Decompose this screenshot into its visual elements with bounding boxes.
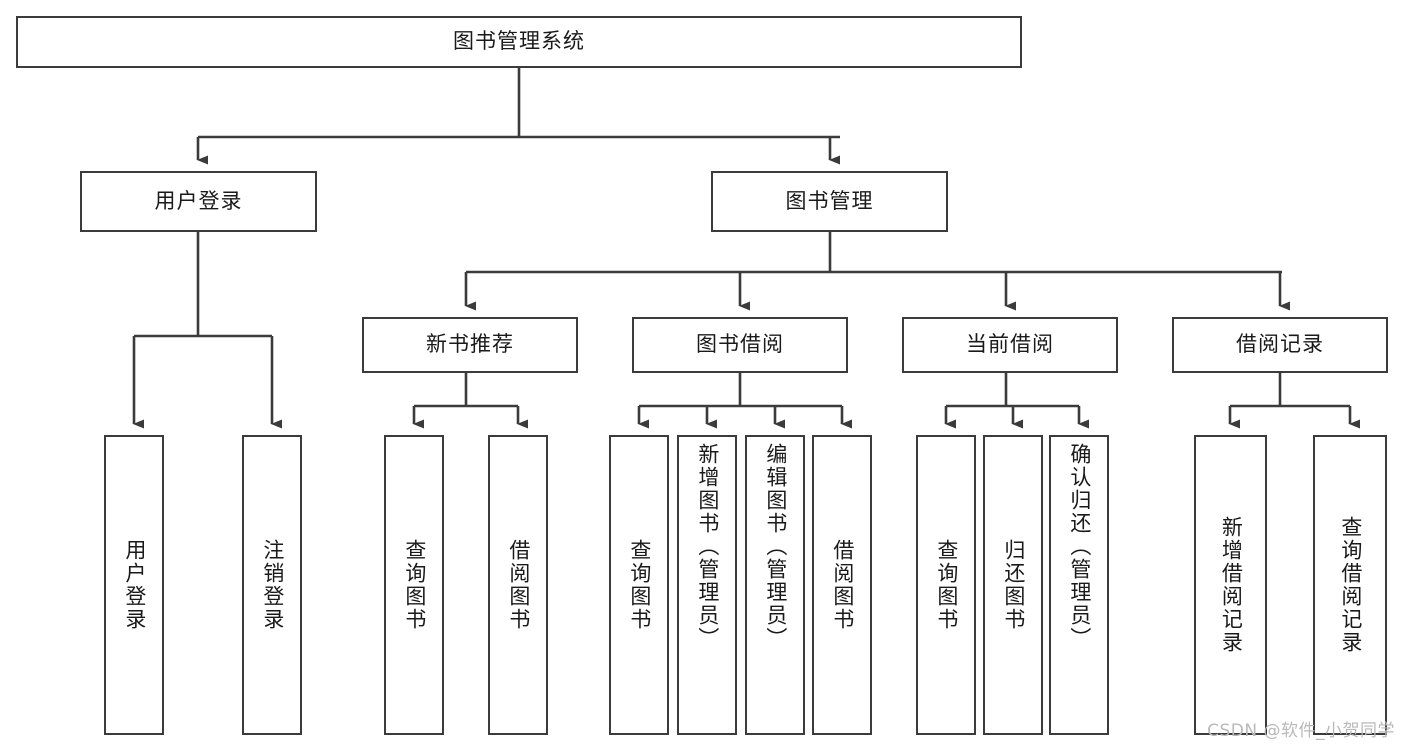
node-leaf-return-book[interactable]: 归还图书 (983, 435, 1043, 735)
node-leaf-query-book-3[interactable]: 查询图书 (916, 435, 976, 735)
node-leaf-borrow-book-2-label: 借阅图书 (830, 539, 855, 631)
node-leaf-logout-label: 注销登录 (260, 539, 285, 631)
node-user-login[interactable]: 用户登录 (80, 171, 317, 232)
watermark-text: CSDN @软件_小贺同学 (1207, 721, 1395, 741)
node-leaf-edit-book[interactable]: 编辑图书（管理员） (745, 435, 805, 735)
node-leaf-user-login[interactable]: 用户登录 (104, 435, 164, 735)
node-leaf-add-book-label: 新增图书（管理员） (695, 443, 720, 650)
node-root-label: 图书管理系统 (453, 29, 585, 54)
node-new-book-recommend[interactable]: 新书推荐 (362, 317, 578, 373)
node-current-borrow-label: 当前借阅 (966, 332, 1054, 357)
node-leaf-borrow-book-2[interactable]: 借阅图书 (812, 435, 872, 735)
node-leaf-borrow-book-1-label: 借阅图书 (506, 539, 531, 631)
node-book-borrow[interactable]: 图书借阅 (632, 317, 848, 373)
node-leaf-query-book-2[interactable]: 查询图书 (609, 435, 669, 735)
node-leaf-user-login-label: 用户登录 (122, 539, 147, 631)
node-book-borrow-label: 图书借阅 (696, 332, 784, 357)
node-book-manage[interactable]: 图书管理 (711, 171, 948, 232)
node-borrow-record[interactable]: 借阅记录 (1172, 317, 1388, 373)
node-leaf-query-book-1-label: 查询图书 (402, 539, 427, 631)
node-user-login-label: 用户登录 (154, 188, 243, 213)
node-leaf-add-record[interactable]: 新增借阅记录 (1194, 435, 1267, 735)
node-root[interactable]: 图书管理系统 (16, 16, 1022, 68)
node-leaf-add-record-label: 新增借阅记录 (1219, 516, 1244, 654)
node-leaf-return-book-label: 归还图书 (1001, 539, 1026, 631)
node-leaf-edit-book-label: 编辑图书（管理员） (763, 443, 788, 650)
node-borrow-record-label: 借阅记录 (1236, 332, 1324, 357)
node-leaf-query-record[interactable]: 查询借阅记录 (1313, 435, 1387, 735)
node-new-book-recommend-label: 新书推荐 (426, 332, 514, 357)
node-leaf-confirm-return[interactable]: 确认归还（管理员） (1049, 435, 1109, 735)
node-leaf-borrow-book-1[interactable]: 借阅图书 (488, 435, 548, 735)
node-book-manage-label: 图书管理 (785, 188, 874, 213)
node-leaf-query-book-1[interactable]: 查询图书 (384, 435, 444, 735)
node-leaf-add-book[interactable]: 新增图书（管理员） (677, 435, 737, 735)
node-leaf-confirm-return-label: 确认归还（管理员） (1067, 443, 1092, 650)
node-leaf-query-book-2-label: 查询图书 (627, 539, 652, 631)
node-current-borrow[interactable]: 当前借阅 (902, 317, 1118, 373)
node-leaf-logout[interactable]: 注销登录 (242, 435, 302, 735)
node-leaf-query-book-3-label: 查询图书 (934, 539, 959, 631)
node-leaf-query-record-label: 查询借阅记录 (1338, 516, 1363, 654)
